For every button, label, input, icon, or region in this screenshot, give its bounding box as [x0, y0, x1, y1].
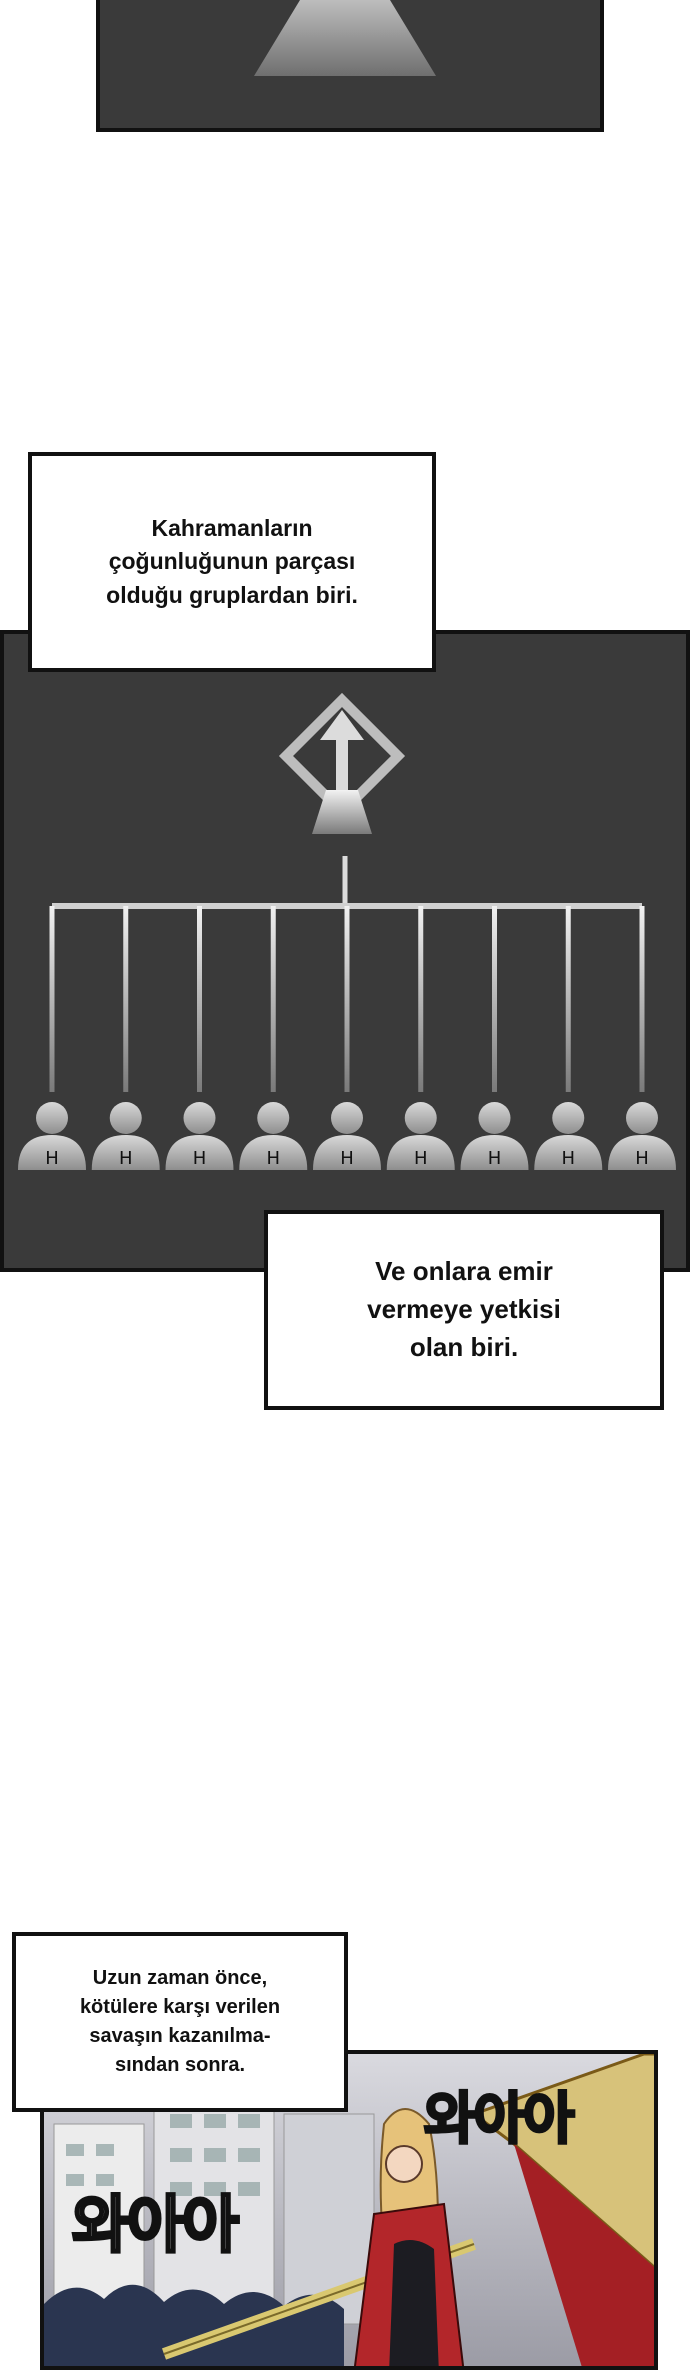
hero-letter: H — [414, 1148, 428, 1169]
caption-long-ago: Uzun zaman önce, kötülere karşı verilen … — [12, 1932, 348, 2112]
hero-letter: H — [340, 1148, 354, 1169]
hero-letter: H — [561, 1148, 575, 1169]
hero-bust-icon: H — [165, 1102, 234, 1170]
caption-line: Ve onlara emir — [375, 1256, 553, 1287]
hero-character — [353, 2108, 465, 2366]
hero-bust-icon: H — [313, 1102, 381, 1170]
drop-line — [565, 906, 571, 1092]
hero-bust-icon: H — [239, 1102, 308, 1170]
hierarchy-connectors — [52, 856, 642, 909]
leader-emblem-icon — [278, 692, 406, 834]
battle-scene-illustration — [44, 2054, 654, 2366]
hero-bust-icon: H — [91, 1102, 160, 1170]
hero-bust-icon: H — [608, 1102, 676, 1170]
caption-line: sından sonra. — [114, 2054, 245, 2076]
caption-line: vermeye yetkisi — [367, 1294, 561, 1325]
hero-bust-icon: H — [460, 1102, 529, 1170]
hero-letter: H — [193, 1148, 207, 1169]
top-dark-panel — [96, 0, 604, 132]
hero-bust-icon: H — [386, 1102, 455, 1170]
hero-letter: H — [119, 1148, 133, 1169]
drop-line — [344, 906, 350, 1092]
caption-line: çoğunluğunun parçası — [108, 548, 356, 575]
drop-line — [123, 906, 129, 1092]
pedestal-icon — [254, 0, 436, 76]
hero-bust-icon: H — [18, 1102, 86, 1170]
caption-line: kötülere karşı verilen — [79, 1996, 281, 2018]
caption-command: Ve onlara emir vermeye yetkisi olan biri… — [264, 1210, 664, 1410]
hero-letter: H — [45, 1148, 59, 1169]
hero-letter: H — [488, 1148, 502, 1169]
caption-line: olduğu gruplardan biri. — [106, 581, 358, 608]
drop-line — [639, 906, 645, 1092]
caption-heroes-group: Kahramanların çoğunluğunun parçası olduğ… — [28, 452, 436, 672]
hero-letter: H — [635, 1148, 649, 1169]
caption-line: Kahramanların — [151, 514, 313, 541]
sfx-right: 와아아 — [423, 2086, 577, 2154]
caption-line: olan biri. — [409, 1331, 519, 1362]
drop-line — [197, 906, 202, 1092]
hero-bust-icon: H — [534, 1102, 603, 1170]
hero-letter: H — [266, 1148, 280, 1169]
hierarchy-drop-lines — [49, 906, 645, 1092]
drop-line — [49, 906, 55, 1092]
sfx-left: 와아아 — [70, 2187, 240, 2263]
drop-line — [418, 906, 424, 1092]
caption-line: savaşın kazanılma- — [89, 2025, 271, 2047]
drop-line — [270, 906, 276, 1092]
drop-line — [492, 906, 497, 1092]
caption-line: Uzun zaman önce, — [92, 1967, 268, 1989]
